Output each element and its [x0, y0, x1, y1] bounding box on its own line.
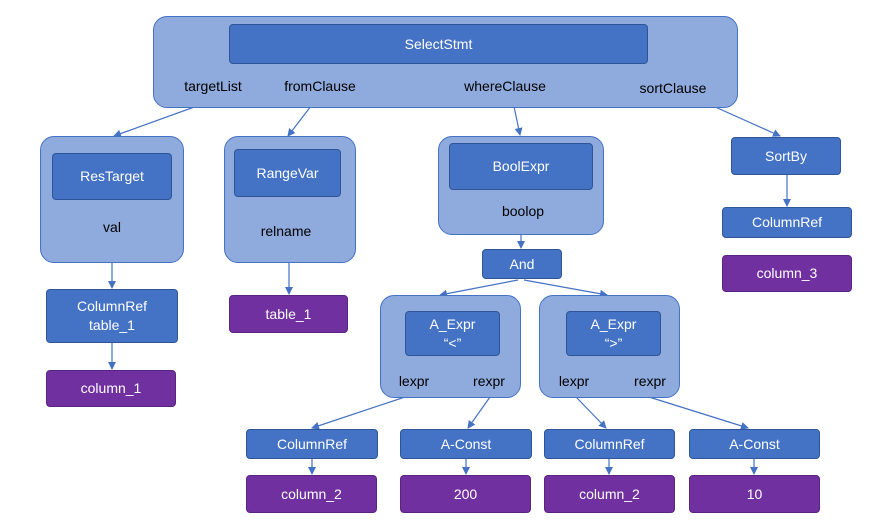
edge-rexpr-aconst-lt [467, 396, 491, 429]
from-clause-label: fromClause [284, 78, 356, 94]
column-ref-table1-node: ColumnRef table_1 [46, 289, 178, 343]
a-const-gt-node: A-Const [689, 429, 820, 459]
where-clause-label: whereClause [464, 78, 546, 94]
boolop-label: boolop [501, 203, 545, 219]
column-1-leaf: column_1 [46, 370, 176, 407]
column-ref-sort-node: ColumnRef [722, 207, 852, 238]
rexpr-gt-label: rexpr [634, 373, 666, 389]
res-target-node: ResTarget [52, 153, 172, 200]
a-expr-lt-node: A_Expr “<” [405, 311, 500, 356]
lexpr-lt-label: lexpr [398, 373, 430, 389]
bool-expr-node: BoolExpr [449, 143, 593, 190]
const-10-leaf: 10 [689, 475, 820, 513]
column-3-leaf: column_3 [722, 255, 852, 292]
relname-label: relname [260, 223, 312, 239]
val-label: val [103, 219, 121, 235]
rexpr-lt-label: rexpr [473, 373, 505, 389]
lexpr-gt-label: lexpr [558, 373, 590, 389]
edge-lexpr-columnref-gt [575, 396, 607, 429]
const-200-leaf: 200 [400, 475, 531, 513]
edge-and-aexpr-lt [439, 279, 519, 298]
a-expr-gt-node: A_Expr “>” [566, 311, 661, 356]
a-const-lt-node: A-Const [400, 429, 532, 459]
column-ref-lt-node: ColumnRef [246, 429, 378, 459]
column-2-gt-leaf: column_2 [544, 475, 675, 513]
sort-clause-label: sortClause [639, 80, 707, 96]
column-ref-gt-node: ColumnRef [544, 429, 675, 459]
sort-by-node: SortBy [731, 137, 841, 175]
edge-lexpr-columnref-lt [311, 396, 406, 430]
table-1-leaf: table_1 [229, 295, 348, 333]
select-stmt-node: SelectStmt [229, 24, 648, 64]
column-2-lt-leaf: column_2 [246, 475, 377, 513]
and-node: And [482, 249, 562, 279]
target-list-label: targetList [184, 78, 242, 94]
edge-rexpr-aconst-gt [648, 396, 749, 430]
edge-and-aexpr-gt [523, 279, 608, 298]
range-var-node: RangeVar [234, 149, 341, 197]
